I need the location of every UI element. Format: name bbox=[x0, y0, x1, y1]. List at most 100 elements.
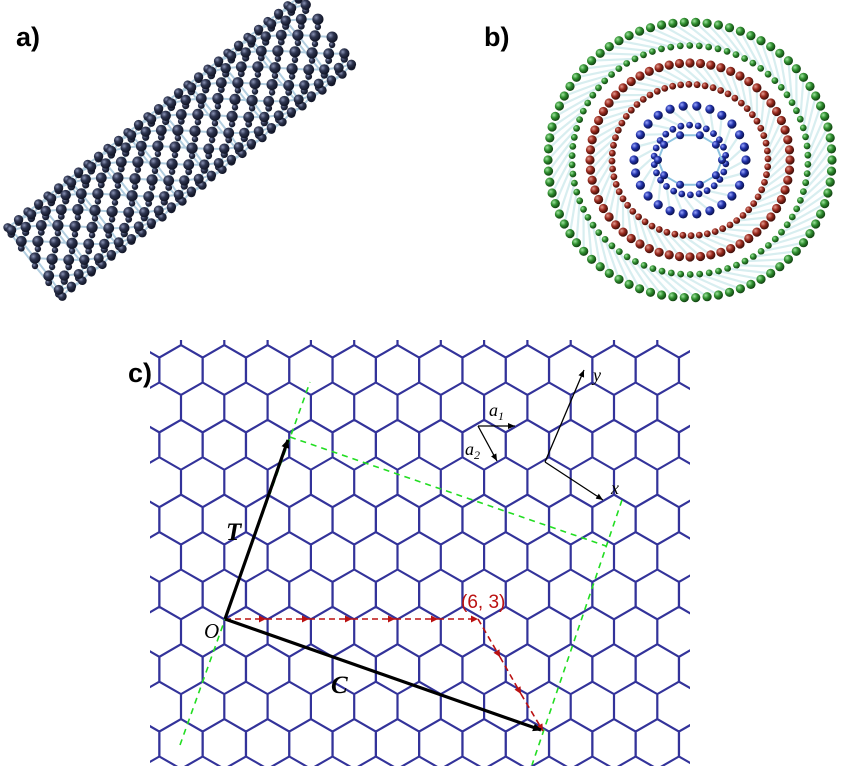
outer-shell-atom bbox=[668, 292, 678, 302]
outer-shell-atom bbox=[783, 56, 794, 66]
middle-shell-bond bbox=[622, 86, 658, 93]
nanotube-atom bbox=[286, 63, 298, 75]
middle-shell-atom bbox=[635, 71, 645, 81]
nanotube-atom bbox=[173, 189, 184, 200]
outer-shell-atom bbox=[735, 26, 746, 36]
outer-shell-atom bbox=[587, 56, 597, 66]
nanotube-atom bbox=[139, 207, 150, 218]
middle-shell-bond bbox=[603, 103, 638, 113]
nanotube-atom bbox=[20, 221, 31, 233]
middle-shell-bond bbox=[648, 70, 682, 86]
middle-shell-atom bbox=[706, 250, 716, 260]
outer-shell-inner-atom bbox=[686, 42, 694, 49]
inner-cage bbox=[654, 131, 726, 189]
nanotube-atom bbox=[73, 167, 84, 177]
middle-shell-inner-atom bbox=[612, 181, 620, 188]
middle-shell-bond bbox=[602, 176, 615, 209]
nanotube-illustration bbox=[3, 0, 357, 301]
outer-shell-bond bbox=[787, 60, 794, 103]
nanotube-atom bbox=[83, 238, 95, 250]
middle-shell-atom bbox=[618, 227, 628, 237]
nanotube-atom bbox=[312, 13, 324, 25]
nanotube-atom bbox=[209, 109, 221, 121]
middle-shell-inner-atom bbox=[627, 106, 635, 114]
middle-shell-atom bbox=[644, 244, 654, 254]
outer-shell-bond bbox=[652, 267, 686, 299]
nanotube-atom bbox=[206, 170, 217, 180]
cage-atom bbox=[654, 156, 662, 164]
middle-shell-bond bbox=[766, 120, 783, 152]
middle-shell-atom bbox=[759, 220, 769, 230]
outer-shell-atom bbox=[783, 254, 794, 264]
middle-shell-inner-atom bbox=[679, 231, 687, 239]
cage-atom bbox=[711, 140, 720, 149]
middle-shell-bond bbox=[699, 62, 722, 92]
nanotube-atom bbox=[114, 182, 122, 189]
nanotube-atom bbox=[29, 252, 41, 264]
outer-shell-atom bbox=[775, 48, 785, 58]
nanotube-atom bbox=[45, 279, 53, 287]
nanotube-atom bbox=[171, 151, 179, 159]
nanotube-atom bbox=[179, 175, 190, 186]
outer-shell-bond bbox=[694, 21, 728, 53]
panel-c-label: c) bbox=[128, 358, 153, 388]
middle-shell-inner-atom bbox=[717, 87, 725, 94]
outer-shell-atom bbox=[816, 101, 826, 111]
nanotube-atom bbox=[325, 57, 333, 64]
middle-shell-inner-atom bbox=[641, 218, 649, 226]
origin-label: O bbox=[204, 619, 219, 643]
inner-shell-atom bbox=[678, 209, 688, 219]
middle-shell-bond bbox=[594, 115, 627, 132]
basis-a2-arrow bbox=[477, 425, 498, 462]
outer-shell-inner-atom bbox=[777, 84, 785, 91]
middle-shell-atom bbox=[590, 185, 600, 195]
middle-shell-atom bbox=[654, 63, 664, 73]
outer-shell-atom bbox=[579, 246, 589, 256]
nanotube-atom bbox=[13, 215, 24, 225]
nanotube-atom bbox=[234, 87, 242, 94]
nanotube-atom bbox=[53, 183, 64, 193]
inner-shell-inner-atom bbox=[678, 190, 686, 198]
middle-shell-atom bbox=[626, 76, 636, 87]
outer-shell-bond bbox=[778, 53, 789, 95]
nanotube-atom bbox=[226, 154, 237, 165]
outer-shell-inner-atom bbox=[623, 60, 631, 67]
middle-shell-inner-atom bbox=[677, 81, 685, 89]
inner-shell-inner-atom bbox=[710, 182, 718, 190]
middle-shell-atom bbox=[752, 227, 762, 237]
outer-shell-atom bbox=[805, 229, 815, 239]
middle-shell-atom bbox=[772, 203, 782, 214]
nanotube-atom bbox=[146, 114, 157, 125]
nanotube-atom bbox=[74, 214, 82, 221]
nanotube-atom bbox=[309, 30, 321, 42]
translation-vector-label: T bbox=[226, 519, 243, 546]
nanotube-atom bbox=[160, 110, 171, 122]
outer-shell-inner-atom bbox=[579, 107, 587, 115]
middle-shell-inner-atom bbox=[610, 173, 618, 181]
nanotube-atom bbox=[134, 166, 142, 173]
outer-shell-inner-atom bbox=[724, 265, 731, 272]
inner-shell-atom bbox=[727, 191, 737, 201]
outer-shell-bond bbox=[604, 239, 621, 280]
nanotube-atom bbox=[53, 284, 64, 295]
nanotube-atom bbox=[192, 108, 204, 120]
outer-shell-atom bbox=[635, 284, 645, 294]
outer-shell-bond bbox=[583, 62, 627, 70]
middle-shell-atom bbox=[585, 165, 596, 175]
outer-shell-inner-atom bbox=[601, 236, 609, 243]
middle-shell-bond bbox=[589, 144, 615, 171]
middle-shell-atom bbox=[585, 155, 595, 165]
middle-shell-bond bbox=[747, 81, 754, 115]
nanotube-atom bbox=[152, 140, 164, 152]
outer-shell-bond bbox=[558, 86, 599, 107]
nanotube-atom bbox=[97, 181, 105, 189]
nanotube-atom bbox=[125, 215, 133, 223]
middle-shell-atom bbox=[604, 212, 614, 222]
outer-shell-inner-atom bbox=[615, 248, 623, 256]
middle-shell-bond bbox=[759, 94, 766, 129]
nanotube-atom bbox=[77, 197, 85, 205]
middle-shell-atom bbox=[611, 90, 621, 100]
nanotube-atom bbox=[69, 220, 81, 232]
